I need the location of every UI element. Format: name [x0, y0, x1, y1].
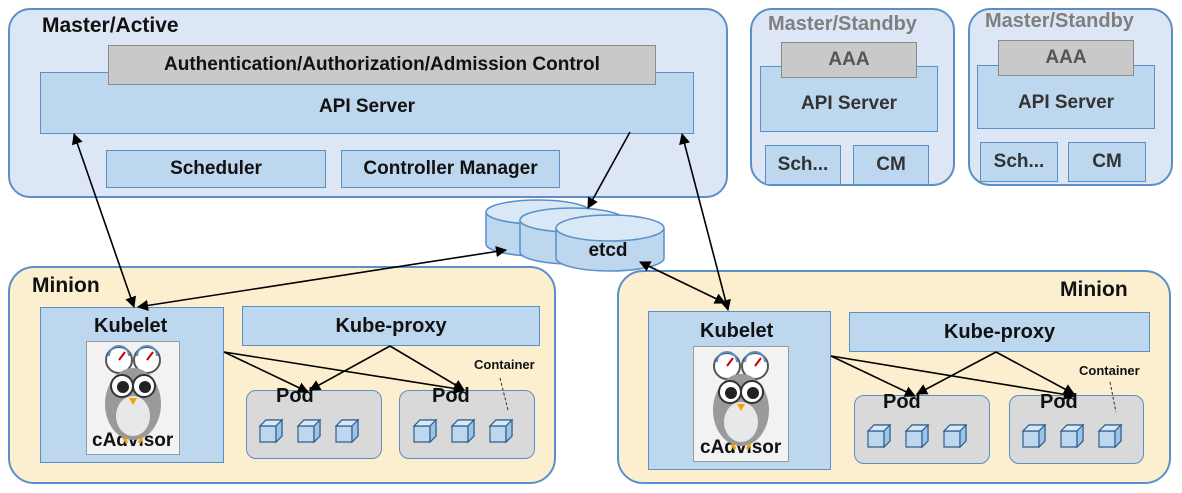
container-label-right: Container — [1079, 363, 1140, 378]
etcd-label: etcd — [588, 240, 627, 261]
containers-pod-left-2 — [413, 419, 513, 443]
etcd-cylinders — [485, 199, 665, 272]
kubelet-label-right: Kubelet — [700, 320, 774, 342]
aaa-full-box: Authentication/Authorization/Admission C… — [108, 45, 656, 85]
standby-aaa-box-1: AAA — [781, 42, 917, 78]
standby-api-server-label-2: API Server — [1017, 92, 1115, 113]
standby-scheduler-box-2: Sch... — [980, 142, 1058, 182]
containers-pod-left-1 — [259, 419, 359, 443]
container-pointer-right — [1109, 381, 1117, 413]
standby-api-server-label-1: API Server — [800, 93, 898, 114]
containers-pod-right-1 — [867, 424, 967, 448]
scheduler-box: Scheduler — [106, 150, 326, 188]
standby-aaa-box-2: AAA — [998, 40, 1134, 76]
container-pointer-left — [499, 377, 509, 411]
cadvisor-owl-icon-left — [103, 344, 163, 445]
master-active-title: Master/Active — [42, 14, 179, 37]
minion-title-right: Minion — [1060, 278, 1128, 301]
cadvisor-owl-icon-right — [711, 350, 771, 451]
container-label-left: Container — [474, 357, 535, 372]
standby-cm-box-1: CM — [853, 145, 929, 185]
controller-manager-box: Controller Manager — [341, 150, 560, 188]
standby-scheduler-box-1: Sch... — [765, 145, 841, 185]
cadvisor-label-right: cAdvisor — [700, 437, 782, 458]
api-server-label: API Server — [318, 96, 416, 117]
kube-proxy-box-left: Kube-proxy — [242, 306, 540, 346]
master-standby-title-1: Master/Standby — [768, 13, 917, 35]
kube-proxy-box-right: Kube-proxy — [849, 312, 1150, 352]
master-standby-title-2: Master/Standby — [985, 10, 1134, 32]
standby-cm-box-2: CM — [1068, 142, 1146, 182]
connection-arrows — [72, 131, 1076, 400]
kubelet-label-left: Kubelet — [94, 315, 168, 337]
cadvisor-label-left: cAdvisor — [92, 430, 174, 451]
containers-pod-right-2 — [1022, 424, 1122, 448]
